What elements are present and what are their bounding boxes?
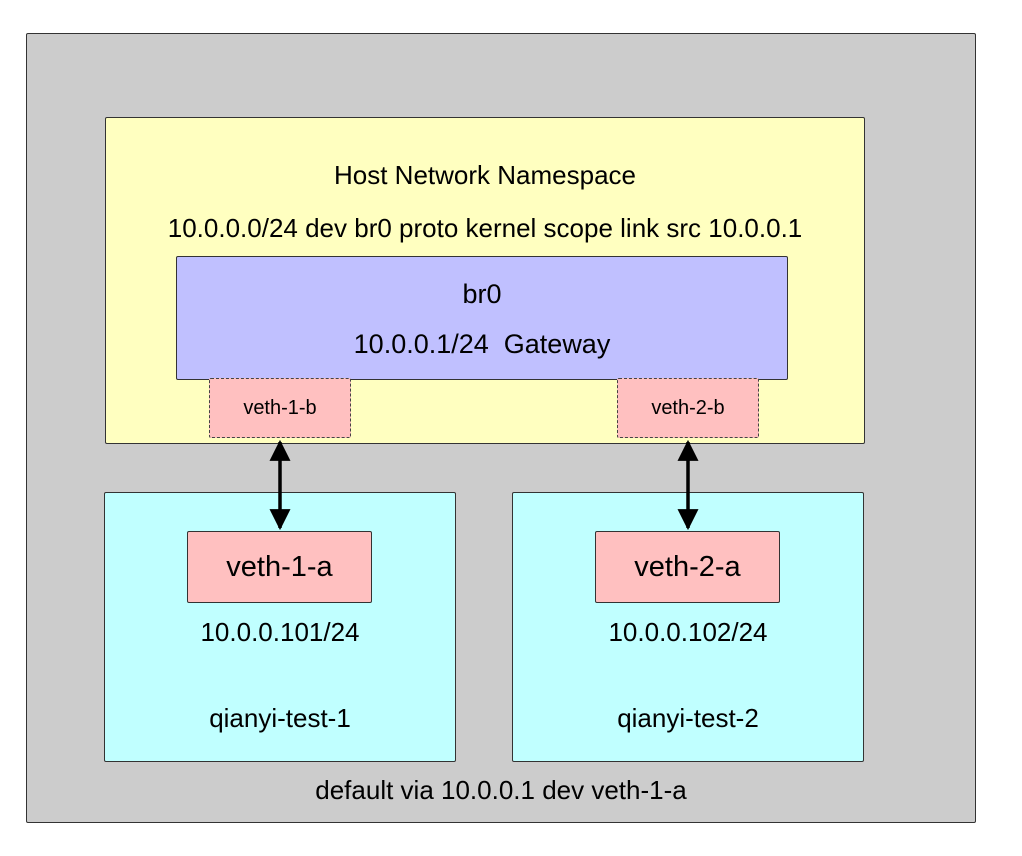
veth-1-a-box: veth-1-a <box>187 531 372 603</box>
namespace-2-name: qianyi-test-2 <box>617 703 759 733</box>
namespace-2-ip: 10.0.0.102/24 <box>608 617 768 647</box>
bridge-address: 10.0.0.1/24 Gateway <box>353 329 611 359</box>
veth-1-a-label: veth-1-a <box>226 551 333 583</box>
bridge-name: br0 <box>462 279 502 309</box>
host-namespace-title: Host Network Namespace <box>334 160 636 190</box>
namespace-1-name: qianyi-test-1 <box>209 703 351 733</box>
veth-1-b-box: veth-1-b <box>209 378 351 438</box>
host-route-text: 10.0.0.0/24 dev br0 proto kernel scope l… <box>167 213 803 243</box>
bridge-box: br0 10.0.0.1/24 Gateway <box>176 256 788 380</box>
veth-2-b-box: veth-2-b <box>617 378 759 438</box>
veth-2-a-label: veth-2-a <box>634 551 741 583</box>
veth-1-b-label: veth-1-b <box>243 397 317 419</box>
default-route-text: default via 10.0.0.1 dev veth-1-a <box>315 775 687 805</box>
namespace-1-ip: 10.0.0.101/24 <box>200 617 360 647</box>
veth-2-a-box: veth-2-a <box>595 531 780 603</box>
veth-2-b-label: veth-2-b <box>651 397 725 419</box>
